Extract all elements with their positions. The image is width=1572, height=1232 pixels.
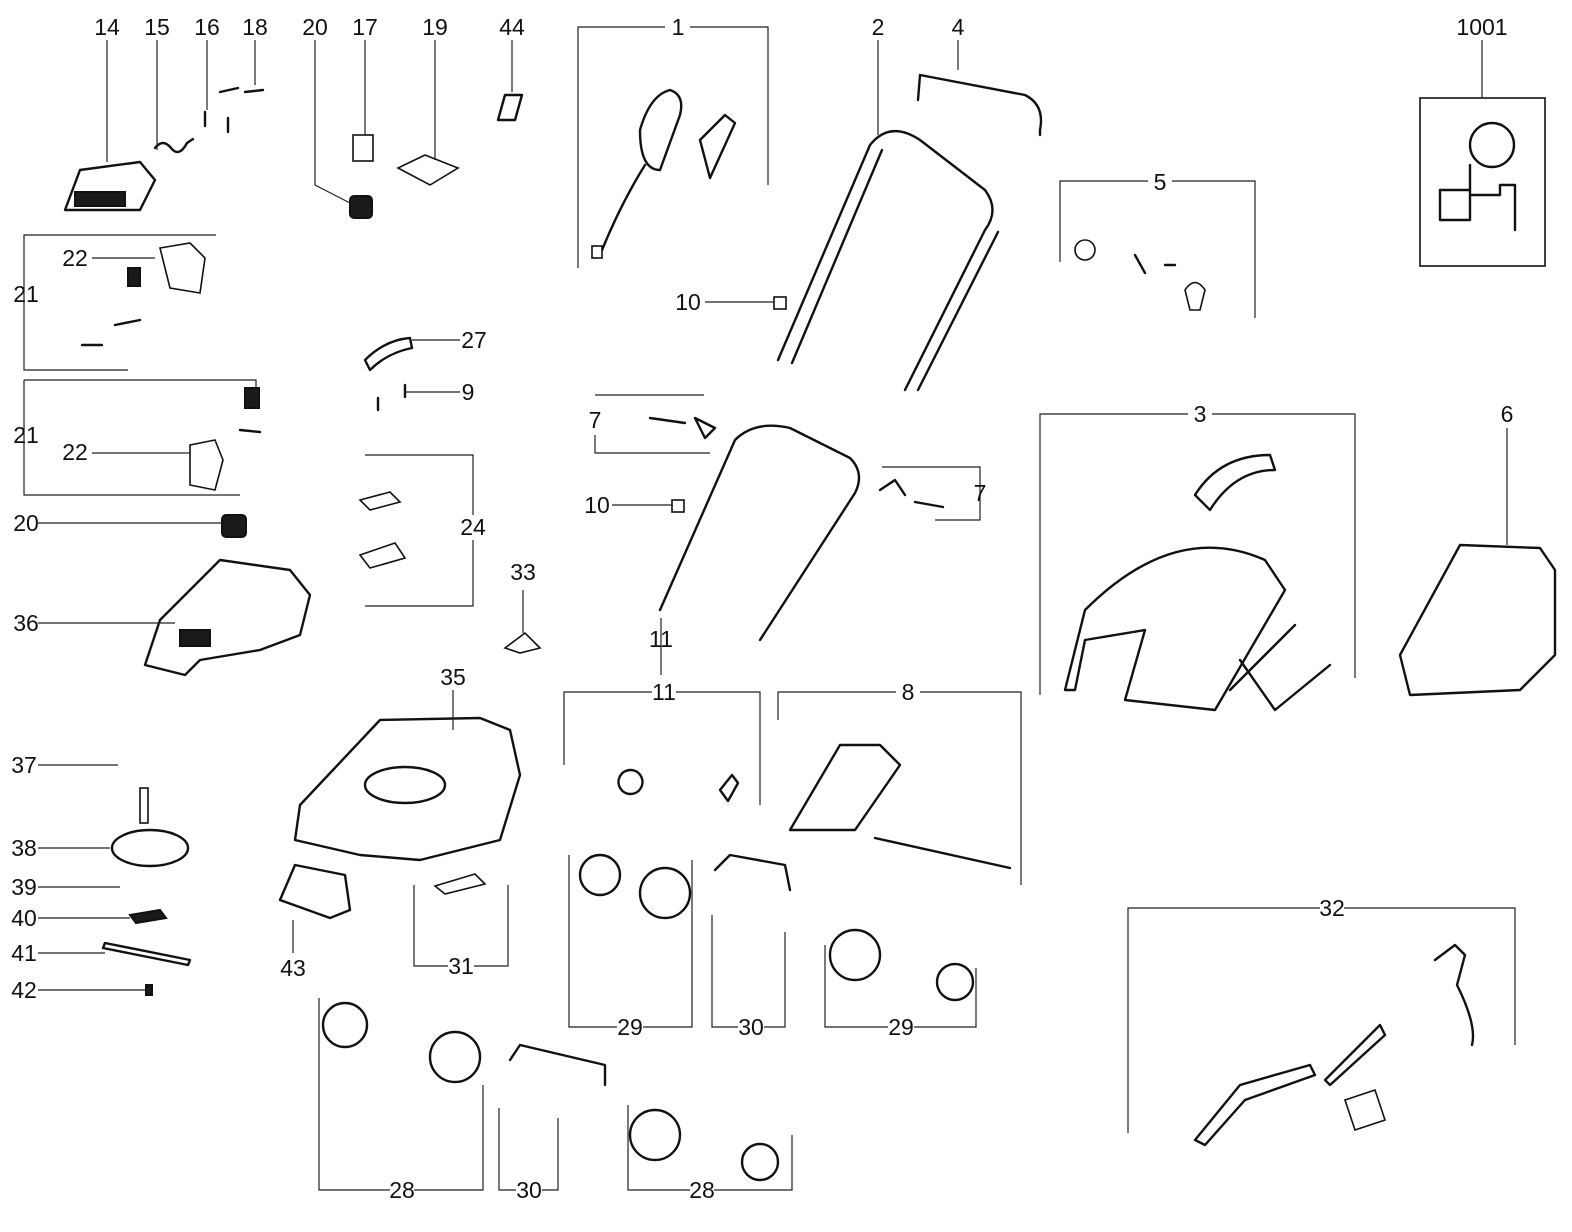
label-part-27: 27 bbox=[461, 327, 487, 353]
label-part-7-left: 7 bbox=[589, 407, 602, 433]
label-part-22-bottom: 22 bbox=[62, 439, 88, 465]
label-part-37: 37 bbox=[11, 752, 37, 778]
label-part-6: 6 bbox=[1501, 401, 1514, 427]
label-part-18: 18 bbox=[242, 14, 268, 40]
label-part-8: 8 bbox=[902, 679, 915, 705]
label-part-44: 44 bbox=[499, 14, 525, 40]
label-part-31: 31 bbox=[448, 953, 474, 979]
label-part-10-bottom: 10 bbox=[584, 492, 610, 518]
label-part-38: 38 bbox=[11, 835, 37, 861]
label-part-36: 36 bbox=[13, 610, 39, 636]
part-number-labels: 14 15 16 18 20 17 19 44 1 2 4 1001 22 21… bbox=[11, 14, 1513, 1203]
label-part-29-right: 29 bbox=[888, 1014, 914, 1040]
label-part-35: 35 bbox=[440, 664, 466, 690]
label-part-24: 24 bbox=[460, 514, 486, 540]
label-part-4: 4 bbox=[952, 14, 965, 40]
label-part-29-left: 29 bbox=[617, 1014, 643, 1040]
label-part-41: 41 bbox=[11, 940, 37, 966]
label-part-1: 1 bbox=[672, 14, 685, 40]
label-part-30-top: 30 bbox=[738, 1014, 764, 1040]
label-part-7-right: 7 bbox=[974, 480, 987, 506]
label-part-11-bottom: 11 bbox=[652, 679, 676, 705]
label-part-39: 39 bbox=[11, 874, 37, 900]
leader-lines bbox=[23, 26, 1516, 1191]
label-part-19: 19 bbox=[422, 14, 448, 40]
label-part-28-right: 28 bbox=[689, 1177, 715, 1203]
label-part-15: 15 bbox=[144, 14, 170, 40]
label-part-30-bottom: 30 bbox=[516, 1177, 542, 1203]
label-part-40: 40 bbox=[11, 905, 37, 931]
label-part-20-top: 20 bbox=[302, 14, 328, 40]
label-part-11-top: 11 bbox=[649, 626, 673, 652]
label-part-2: 2 bbox=[872, 14, 885, 40]
label-part-20-bottom: 20 bbox=[13, 510, 39, 536]
label-part-28-left: 28 bbox=[389, 1177, 415, 1203]
label-part-21-bottom: 21 bbox=[13, 422, 39, 448]
label-part-5: 5 bbox=[1154, 169, 1167, 195]
label-part-1001: 1001 bbox=[1456, 14, 1507, 40]
label-part-33: 33 bbox=[510, 559, 536, 585]
label-part-17: 17 bbox=[352, 14, 378, 40]
label-part-21-top: 21 bbox=[13, 281, 39, 307]
label-part-42: 42 bbox=[11, 977, 37, 1003]
label-part-3: 3 bbox=[1194, 401, 1207, 427]
label-part-14: 14 bbox=[94, 14, 120, 40]
label-part-22-top: 22 bbox=[62, 245, 88, 271]
label-part-32: 32 bbox=[1319, 895, 1345, 921]
label-part-16: 16 bbox=[194, 14, 220, 40]
label-part-10-top: 10 bbox=[675, 289, 701, 315]
label-part-43: 43 bbox=[280, 955, 306, 981]
label-part-9: 9 bbox=[462, 379, 475, 405]
part-drawings bbox=[63, 73, 1557, 1182]
